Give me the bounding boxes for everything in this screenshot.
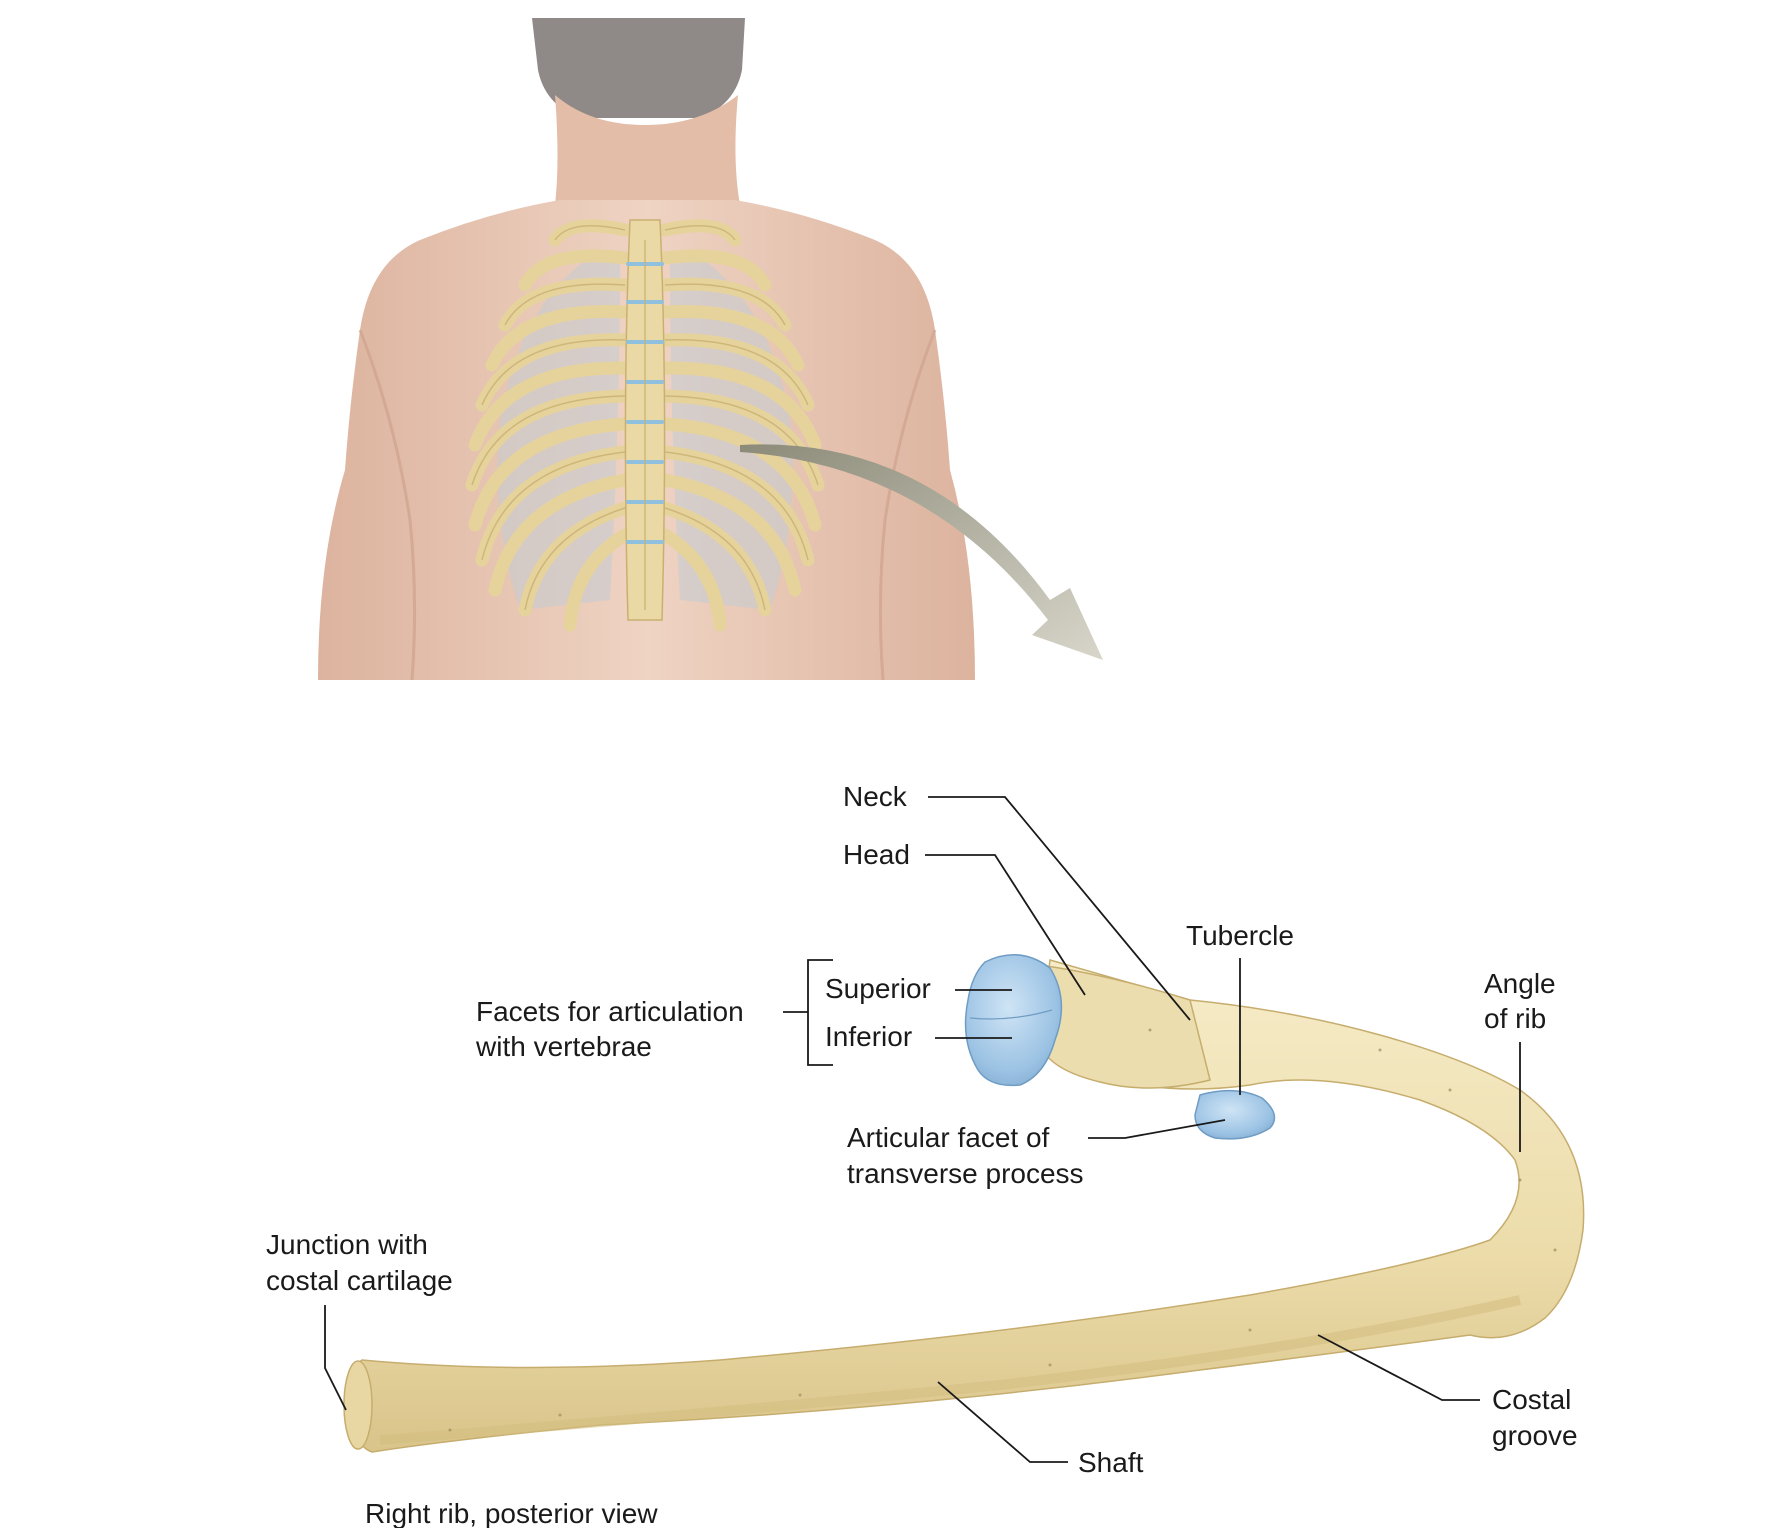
right-arm-shadow [878,329,937,681]
label-angle-line2: of rib [1484,1003,1546,1034]
junction-leader [324,1305,347,1411]
tubercle-facet [1194,1089,1276,1140]
label-junction-line2: costal cartilage [266,1265,453,1296]
intervertebral-discs [626,262,664,544]
rib-body [344,959,1585,1453]
rib-outlines [471,225,819,611]
label-superior: Superior [825,973,931,1004]
label-costal-groove-line2: groove [1492,1420,1578,1451]
head-facet-superior-inferior [964,954,1063,1087]
rib-cage [465,219,825,632]
label-facets-line2: with vertebrae [475,1031,652,1062]
shaft-leader [937,1381,1068,1463]
rib-illustration [343,954,1585,1453]
label-facets-line1: Facets for articulation [476,996,744,1027]
label-head: Head [843,839,910,870]
articular-facet-leader [1088,1119,1226,1139]
label-neck: Neck [843,781,908,812]
neck-leader [928,796,1191,1021]
leader-lines [324,796,1521,1463]
torso-illustration [318,18,1103,681]
label-articular-facet-line2: transverse process [847,1158,1084,1189]
neck-skin [555,95,740,205]
hair [532,18,745,118]
label-junction-line1: Junction with [266,1229,428,1260]
label-inferior: Inferior [825,1021,912,1052]
rib-neck [1039,964,1211,1089]
facet-divider [969,1009,1053,1020]
figure-caption: Right rib, posterior view [365,1498,658,1528]
label-angle-line1: Angle [1484,968,1556,999]
rib-shaft-shading [379,1295,1522,1445]
label-shaft: Shaft [1078,1447,1144,1478]
magnify-arrow [740,444,1103,660]
head-leader [925,854,1086,996]
labels: Neck Head Tubercle Angle of rib Facets f… [266,781,1578,1528]
rib-sternal-end [343,1360,373,1450]
label-articular-facet-line1: Articular facet of [847,1122,1050,1153]
label-tubercle: Tubercle [1186,920,1294,951]
left-arm-shadow [358,329,417,681]
label-costal-groove-line1: Costal [1492,1384,1571,1415]
costal-groove-leader [1317,1334,1480,1401]
bone-texture [448,1028,1557,1432]
